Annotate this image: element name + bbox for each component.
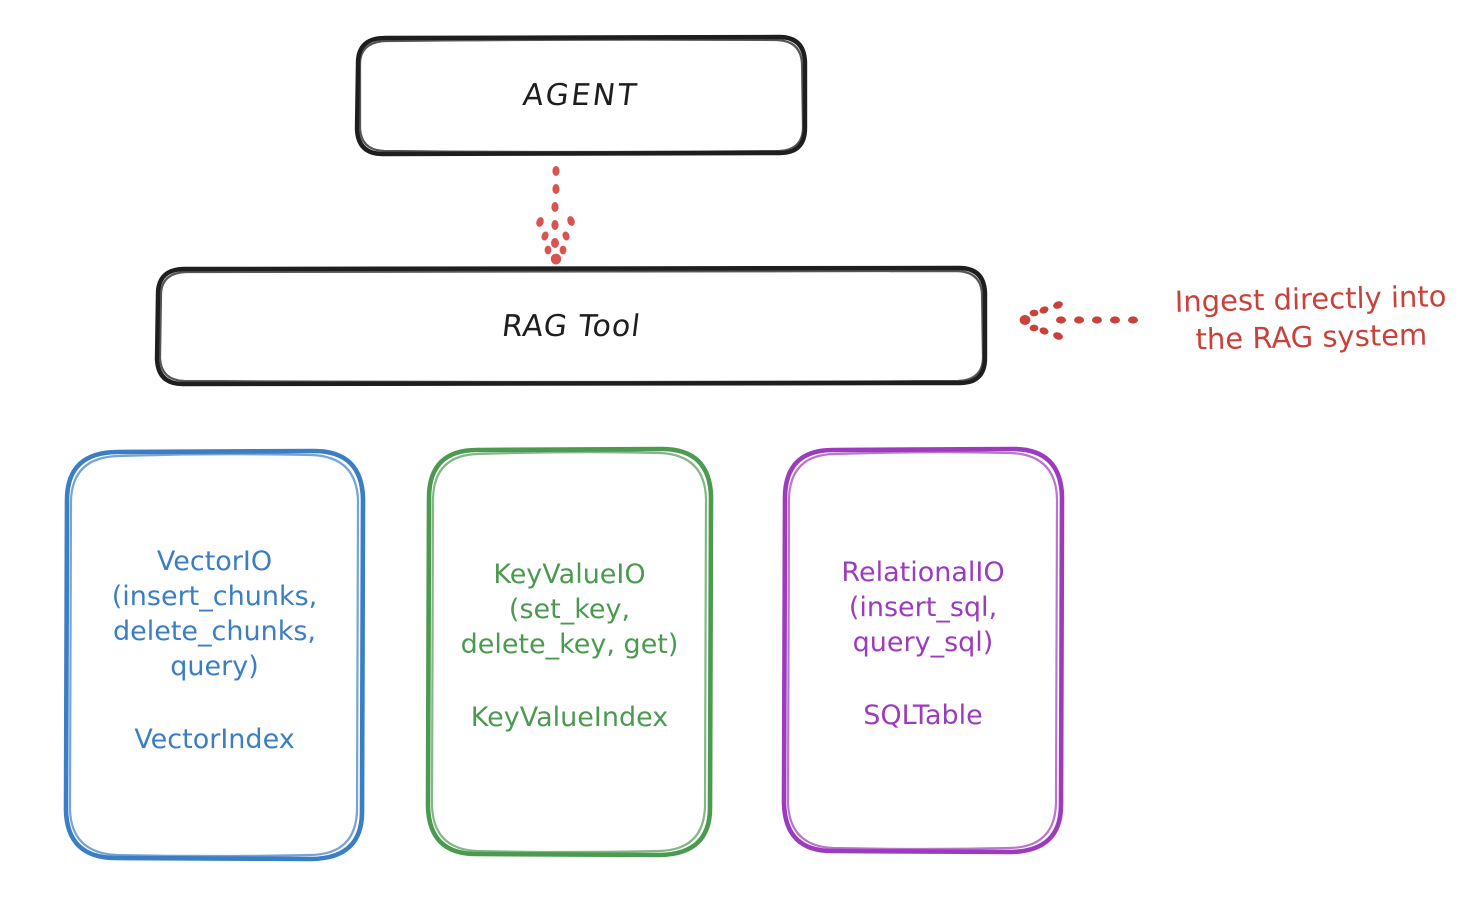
vector-io-api-label: VectorIO (insert_chunks, delete_chunks, … <box>111 546 318 683</box>
node-relational-io[interactable]: RelationalIO (insert_sql, query_sql) SQL… <box>785 449 1061 852</box>
node-vector-io[interactable]: VectorIO (insert_chunks, delete_chunks, … <box>66 451 363 859</box>
keyvalue-card-outline <box>425 446 714 858</box>
node-rag-tool[interactable]: RAG Tool <box>157 268 985 384</box>
keyvalue-index-label: KeyValueIndex <box>470 702 669 734</box>
relational-card-outline <box>781 446 1065 855</box>
agent-label: AGENT <box>521 78 641 113</box>
agent-box-outline <box>354 34 808 157</box>
connector-agent-to-rag-tool <box>536 166 575 265</box>
connector-ingest-note-arrow <box>1019 301 1138 340</box>
rag-tool-box-outline <box>154 265 988 387</box>
relational-io-api-label: RelationalIO (insert_sql, query_sql) <box>841 557 1005 659</box>
node-keyvalue-io[interactable]: KeyValueIO (set_key, delete_key, get) Ke… <box>428 449 711 855</box>
vector-index-label: VectorIndex <box>134 724 295 756</box>
sql-table-label: SQLTable <box>863 700 983 732</box>
ingest-annotation-text: Ingest directly into the RAG system <box>1174 279 1447 357</box>
rag-tool-label: RAG Tool <box>499 308 643 344</box>
keyvalue-io-api-label: KeyValueIO (set_key, delete_key, get) <box>460 559 679 661</box>
vector-card-outline <box>63 448 366 862</box>
node-agent[interactable]: AGENT <box>357 37 805 154</box>
